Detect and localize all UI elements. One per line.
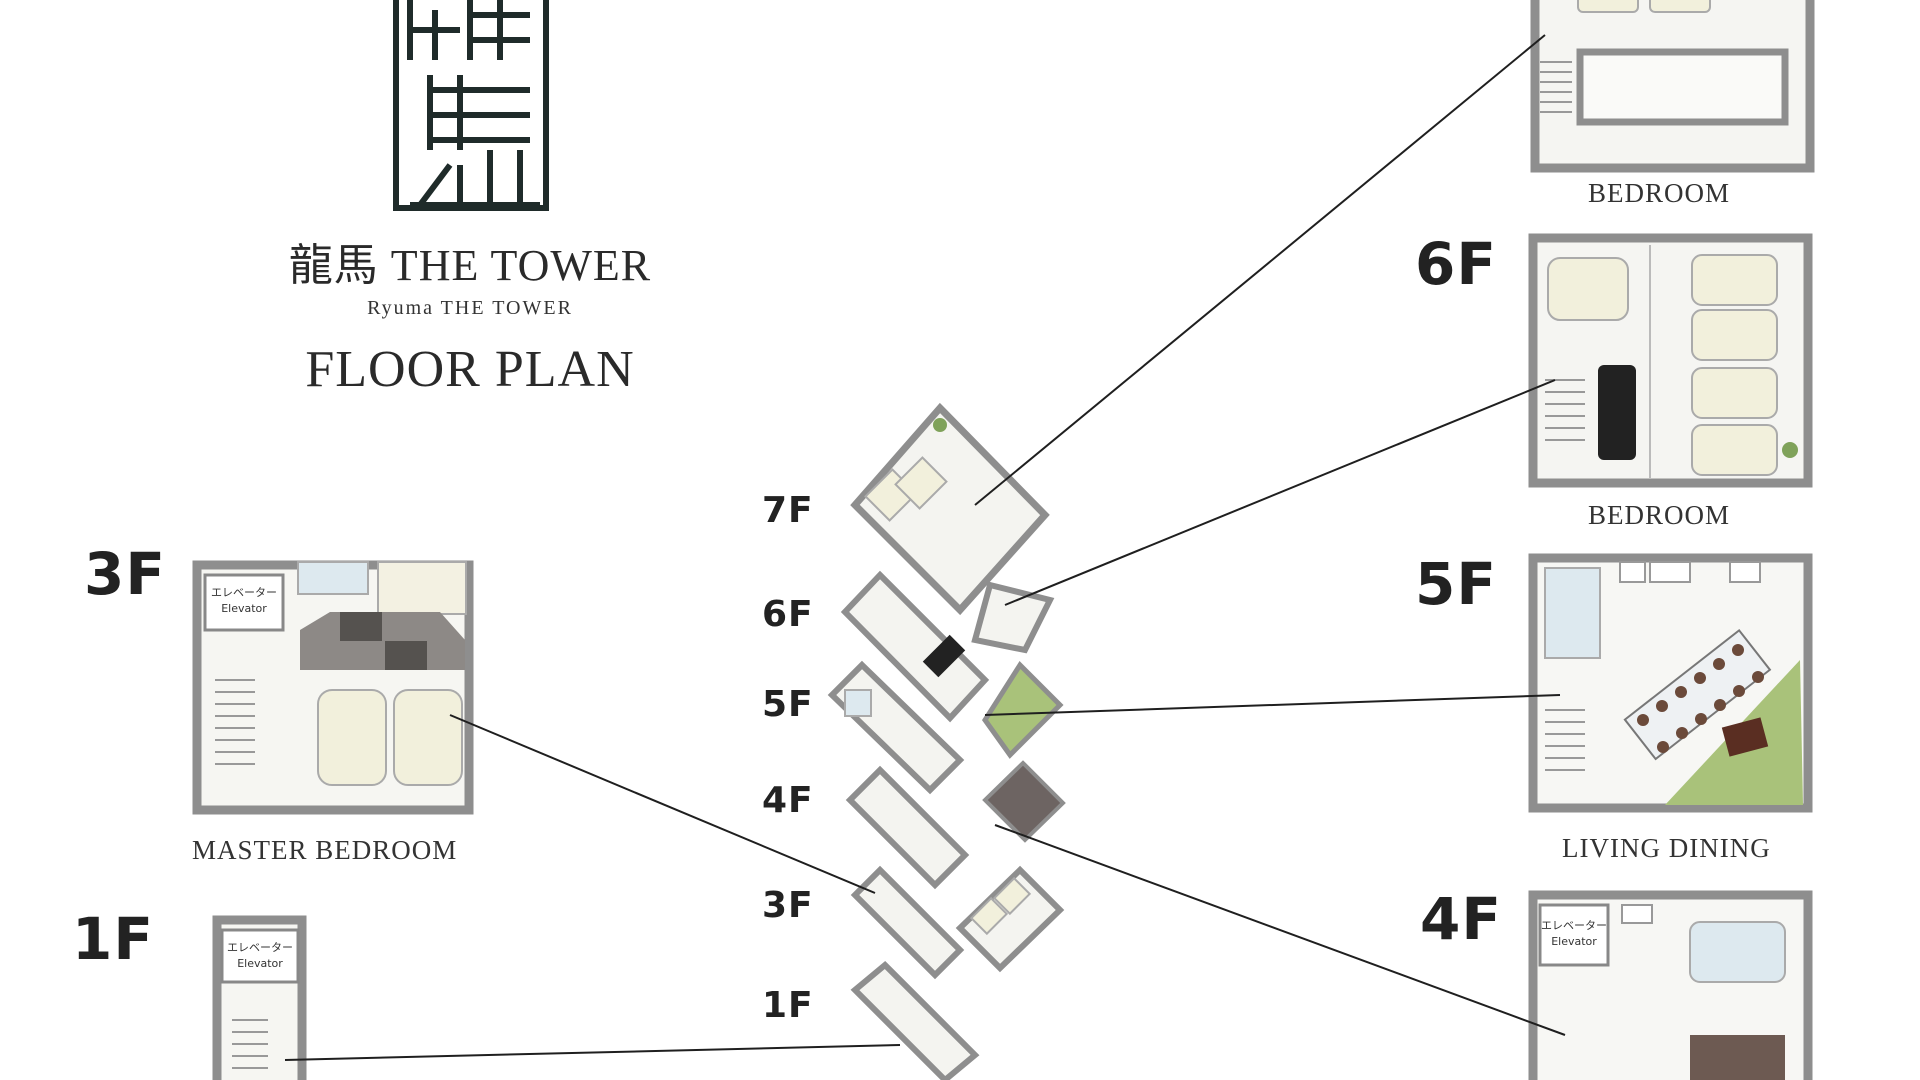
plan-1f: エレベーター Elevator bbox=[212, 915, 307, 1080]
plan-6f bbox=[1528, 233, 1813, 488]
bathtub bbox=[1689, 921, 1786, 983]
room-label-5f-living-dining: LIVING DINING bbox=[1562, 833, 1771, 863]
ryuma-logo bbox=[393, 0, 549, 211]
floor-tag-5f-plan: 5F bbox=[1415, 550, 1497, 618]
stack-floor-7f bbox=[850, 402, 1050, 616]
plan-7f bbox=[1530, 0, 1815, 173]
dining-chairs bbox=[1637, 644, 1764, 753]
plant-icon bbox=[1782, 442, 1798, 458]
leader-line-3f bbox=[449, 714, 876, 894]
elevator-box bbox=[220, 928, 300, 984]
brand-block: 龍馬 THE TOWER Ryuma THE TOWER FLOOR PLAN bbox=[250, 0, 690, 400]
leader-lines bbox=[284, 34, 1566, 1061]
stack-floor-3f bbox=[850, 865, 1065, 980]
floor-tag-1f-stack: 1F bbox=[762, 985, 814, 1026]
brand-subtitle: Ryuma THE TOWER bbox=[367, 297, 573, 319]
plan-3f: エレベーター Elevator bbox=[192, 560, 474, 815]
floor-tag-5f-stack: 5F bbox=[762, 684, 814, 725]
room-label-3f-master-bedroom: MASTER BEDROOM bbox=[192, 835, 458, 865]
leader-line-1f bbox=[284, 1044, 901, 1061]
elevator-label-en: Elevator bbox=[1551, 935, 1597, 948]
leader-line-7f bbox=[974, 34, 1546, 506]
elevator-box bbox=[1538, 903, 1610, 967]
elevator-label-jp: エレベーター bbox=[211, 586, 277, 599]
floor-plan-heading: FLOOR PLAN bbox=[305, 341, 635, 398]
floor-tag-7f-stack: 7F bbox=[762, 490, 814, 531]
room-label-6f-bedroom: BEDROOM bbox=[1588, 500, 1731, 530]
staircase-icon bbox=[1545, 379, 1585, 441]
elevator-label-en: Elevator bbox=[237, 957, 283, 970]
floor-tag-3f-plan: 3F bbox=[84, 540, 166, 608]
floor-tag-3f-stack: 3F bbox=[762, 885, 814, 926]
stack-floor-5f bbox=[827, 660, 1064, 795]
room-label-7f-bedroom: BEDROOM bbox=[1588, 178, 1731, 208]
staircase-icon bbox=[232, 1019, 268, 1069]
bed-right bbox=[393, 689, 463, 786]
stack-floor-1f bbox=[850, 960, 980, 1080]
stack-floor-6f bbox=[840, 570, 1055, 723]
isometric-floor-stack bbox=[827, 402, 1066, 1080]
floor-tag-6f-plan: 6F bbox=[1415, 230, 1497, 298]
elevator-label-en: Elevator bbox=[221, 602, 267, 615]
leader-line-5f bbox=[984, 694, 1561, 716]
floor-tag-6f-stack: 6F bbox=[762, 594, 814, 635]
leader-line-4f bbox=[994, 824, 1566, 1036]
elevator-label-jp: エレベーター bbox=[1541, 919, 1607, 932]
plan-5f bbox=[1528, 553, 1813, 813]
elevator-label-jp: エレベーター bbox=[227, 941, 293, 954]
floor-tag-1f-plan: 1F bbox=[72, 905, 154, 973]
floor-tag-4f-stack: 4F bbox=[762, 780, 814, 821]
brand-title: 龍馬 THE TOWER bbox=[288, 241, 652, 290]
floor-tag-4f-plan: 4F bbox=[1420, 885, 1502, 953]
plan-4f: エレベーター Elevator bbox=[1528, 890, 1813, 1080]
staircase-icon bbox=[1540, 61, 1572, 113]
staircase-icon bbox=[1545, 709, 1585, 771]
elevator-box bbox=[203, 573, 285, 632]
stack-floor-4f bbox=[845, 760, 1066, 890]
bed-left bbox=[317, 689, 387, 786]
leader-line-6f bbox=[1004, 379, 1556, 606]
staircase-icon bbox=[215, 679, 255, 765]
